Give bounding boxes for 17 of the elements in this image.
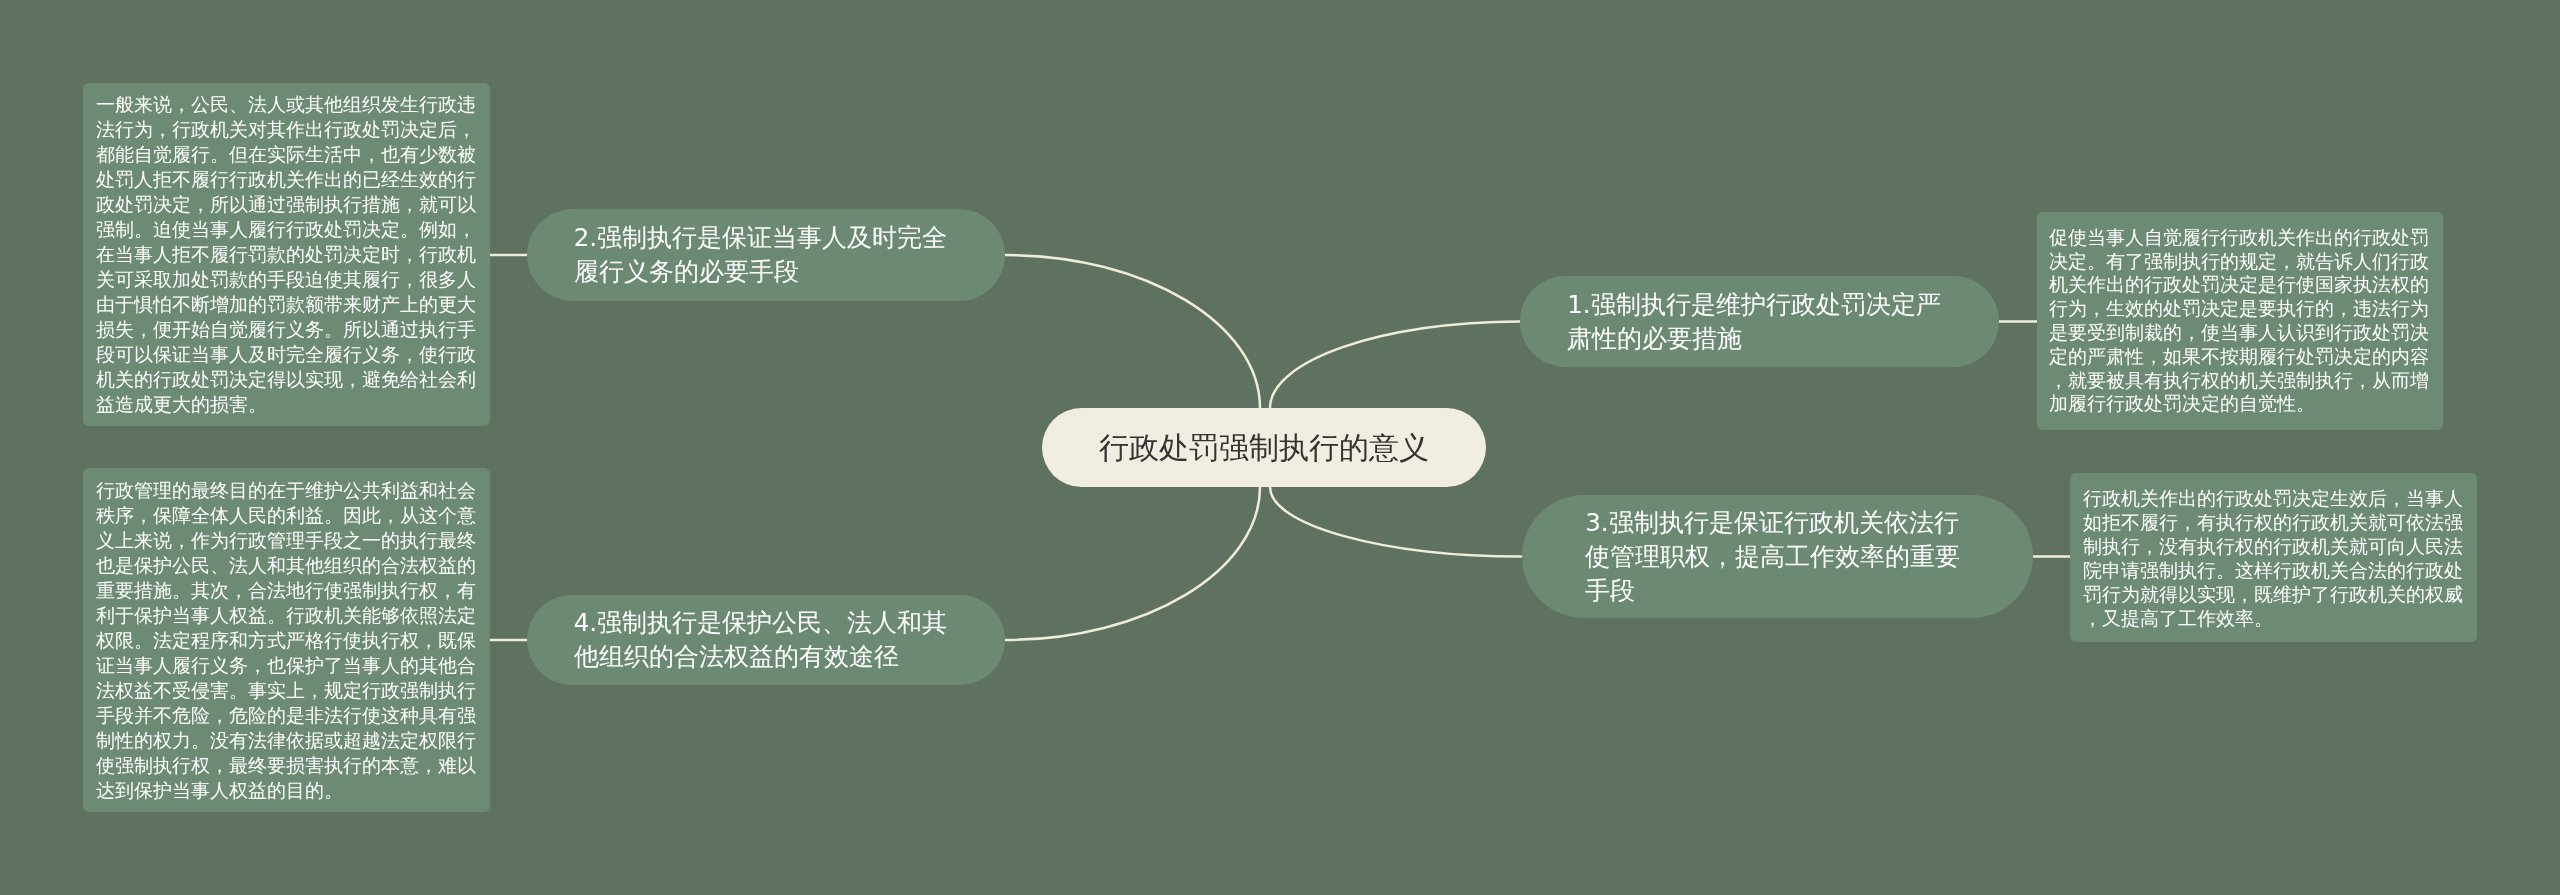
- curved-connector: [1268, 320, 1521, 409]
- connector-line: [1999, 320, 2037, 323]
- curved-connector: [1268, 486, 1523, 558]
- connector-line: [490, 253, 527, 257]
- note-box: 促使当事人自觉履行行政机关作出的行政处罚决定。有了强制执行的规定，就告诉人们行政机关作出的行政处罚决定是行使国家执法权的行为，生效的处罚决定是要执行的，违法行为是要受到制裁的，使当事人认识到行政处罚决定的严肃性，如果不按期履行处罚决定的内容，就要被具有执行权的机关强制执行，从而增加履行行政处罚决定的自觉性。: [2037, 212, 2443, 430]
- branch-topic-node: 3.强制执行是保证行政机关依法行使管理职权，提高工作效率的重要手段: [1522, 495, 2033, 618]
- central-topic-node: 行政处罚强制执行的意义: [1042, 408, 1486, 487]
- note-box: 行政机关作出的行政处罚决定生效后，当事人如拒不履行，有执行权的行政机关就可依法强制执行，没有执行权的行政机关就可向人民法院申请强制执行。这样行政机关合法的行政处罚行为就得以实现，既维护了行政机关的权威，又提高了工作效率。: [2070, 473, 2477, 642]
- note-box: 一般来说，公民、法人或其他组织发生行政违法行为，行政机关对其作出行政处罚决定后，都能自觉履行。但在实际生活中，也有少数被处罚人拒不履行行政机关作出的已经生效的行政处罚决定，所以通过强制执行措施，就可以强制。迫使当事人履行行政处罚决定。例如，在当事人拒不履行罚款的处罚决定时，行政机关可采取加处罚款的手段迫使其履行，很多人由于惧怕不断增加的罚款额带来财产上的更大损失，便开始自觉履行义务。所以通过执行手段可以保证当事人及时完全履行义务，使行政机关的行政处罚决定得以实现，避免给社会利益造成更大的损害。: [83, 83, 490, 426]
- branch-topic-node: 2.强制执行是保证当事人及时完全履行义务的必要手段: [527, 209, 1005, 301]
- curved-connector: [1004, 253, 1262, 409]
- curved-connector: [1004, 486, 1262, 642]
- branch-topic-node: 4.强制执行是保护公民、法人和其他组织的合法权益的有效途径: [527, 595, 1005, 685]
- connector-line: [2033, 555, 2070, 558]
- note-box: 行政管理的最终目的在于维护公共利益和社会秩序，保障全体人民的利益。因此，从这个意义上来说，作为行政管理手段之一的执行最终也是保护公民、法人和其他组织的合法权益的重要措施。其次，合法地行使强制执行权，有利于保护当事人权益。行政机关能够依照法定权限。法定程序和方式严格行使执行权，既保证当事人履行义务，也保护了当事人的其他合法权益不受侵害。事实上，规定行政强制执行手段并不危险，危险的是非法行使这种具有强制性的权力。没有法律依据或超越法定权限行使强制执行权，最终要损害执行的本意，难以达到保护当事人权益的目的。: [83, 468, 490, 812]
- branch-topic-node: 1.强制执行是维护行政处罚决定严肃性的必要措施: [1520, 276, 1999, 367]
- connector-line: [490, 638, 527, 642]
